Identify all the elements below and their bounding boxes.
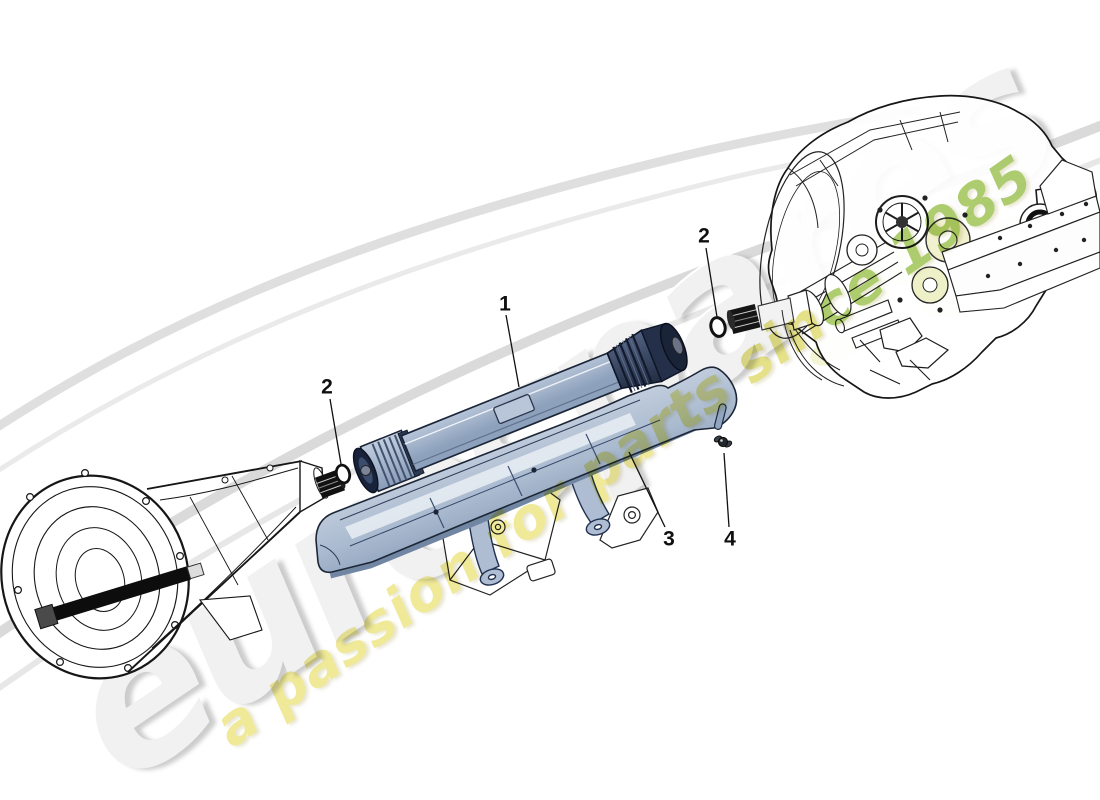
driveshaft-illustration bbox=[352, 322, 688, 494]
callout-1: 1 bbox=[499, 292, 511, 316]
transmission-housing-illustration bbox=[0, 460, 346, 680]
retaining-clip-illustration bbox=[713, 435, 733, 448]
callout-2-left: 2 bbox=[321, 375, 333, 399]
callout-3: 3 bbox=[663, 527, 675, 551]
callout-2-right: 2 bbox=[698, 224, 710, 248]
o-ring-left-illustration bbox=[334, 463, 352, 485]
heat-shield-illustration bbox=[315, 366, 738, 579]
callout-leader-lines bbox=[329, 247, 730, 528]
gearbox-illustration bbox=[726, 94, 1100, 399]
callout-4: 4 bbox=[724, 527, 736, 551]
o-ring-right-illustration bbox=[709, 316, 727, 338]
